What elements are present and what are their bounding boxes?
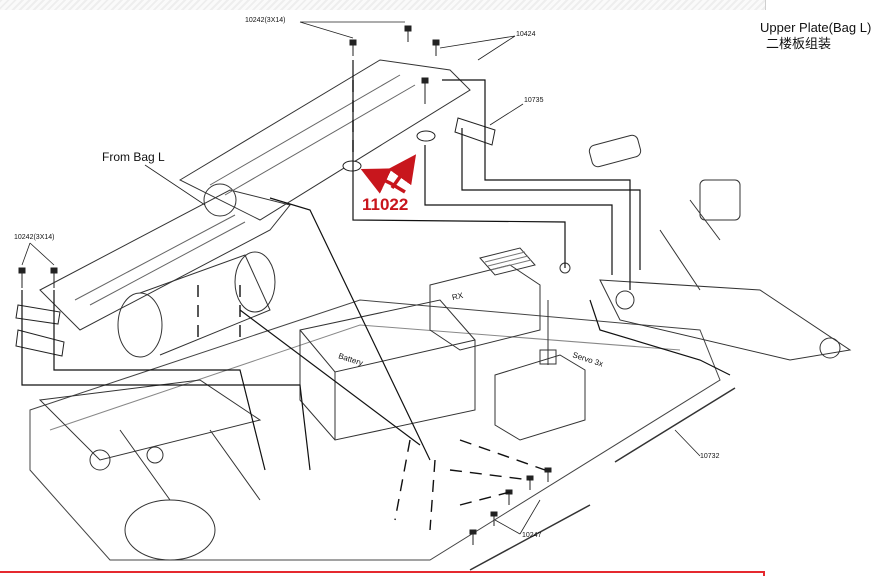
leader-10247 — [494, 499, 541, 535]
label-10247: 10247 — [522, 532, 542, 539]
bottom-accent-corner — [763, 571, 765, 576]
label-10242-top: 10242(3X14) — [245, 17, 286, 24]
leader-from-bag — [144, 164, 206, 206]
top-divider — [765, 0, 766, 10]
chassis-plate — [29, 299, 721, 561]
title-zh: 二楼板组装 — [766, 36, 832, 51]
leader-10242-top — [299, 21, 405, 39]
leader-10735 — [489, 103, 524, 126]
top-hatch-strip — [0, 0, 765, 10]
battery-box — [299, 299, 476, 441]
label-10424: 10424 — [516, 31, 536, 38]
diagram-title: Upper Plate(Bag L) 二楼板组装 — [760, 20, 871, 52]
motor — [117, 251, 276, 358]
label-10732: 10732 — [700, 453, 720, 460]
servo-box — [494, 354, 586, 441]
label-from-bag: From Bag L — [102, 150, 165, 164]
leader-10732 — [674, 429, 701, 457]
leader-10242-left — [21, 242, 55, 266]
rear-suspension — [559, 134, 852, 361]
upper-plate-left — [39, 189, 291, 331]
label-10242-left: 10242(3X14) — [14, 234, 55, 241]
title-en: Upper Plate(Bag L) — [760, 20, 872, 35]
bottom-accent-bar — [0, 571, 764, 573]
front-suspension — [38, 379, 262, 561]
leader-10424 — [439, 35, 516, 61]
screws — [18, 25, 552, 545]
label-11022: 11022 — [362, 195, 409, 214]
drive-shaft-10732 — [614, 387, 736, 463]
spacers — [15, 117, 496, 357]
label-10735: 10735 — [524, 97, 544, 104]
guide-line — [352, 60, 566, 268]
